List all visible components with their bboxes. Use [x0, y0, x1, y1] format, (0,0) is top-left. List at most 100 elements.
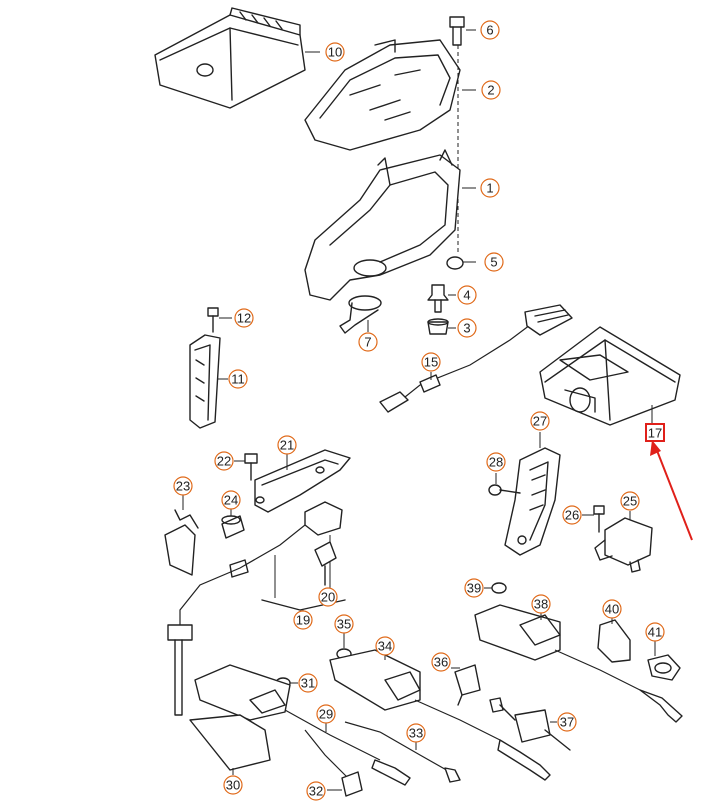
callout-circle	[484, 252, 504, 272]
part-40-bracket	[597, 619, 631, 663]
callout-number: 25	[623, 494, 637, 509]
callout-number: 28	[489, 455, 503, 470]
part-23-clip	[164, 509, 199, 576]
callout-19: 19	[293, 610, 313, 630]
callout-34: 34	[375, 636, 395, 656]
callout-number: 38	[534, 597, 548, 612]
callout-number: 20	[321, 590, 335, 605]
callout-6: 6	[480, 20, 500, 40]
callout-circle	[480, 20, 500, 40]
part-25-pressure-sensor	[594, 517, 653, 573]
part-36-connector	[454, 664, 481, 706]
callout-25: 25	[620, 491, 640, 511]
part-10-control-unit	[154, 7, 306, 109]
callout-circle	[421, 352, 441, 372]
callout-41: 41	[645, 622, 665, 642]
callout-21: 21	[277, 435, 297, 455]
callout-circle	[486, 452, 506, 472]
callout-circle	[375, 636, 395, 656]
callout-2: 2	[481, 80, 501, 100]
callout-number: 5	[490, 255, 497, 270]
callout-26: 26	[562, 505, 582, 525]
part-30-sensor-bracket	[189, 664, 411, 786]
part-34-sensor-module	[329, 649, 551, 781]
part-4-stud	[427, 284, 449, 313]
callout-circle	[457, 285, 477, 305]
callout-4: 4	[457, 285, 477, 305]
callout-number: 7	[364, 335, 371, 350]
callout-circle	[562, 505, 582, 525]
part-28-bolt	[488, 484, 521, 496]
callout-circle	[293, 610, 313, 630]
part-27-bracket	[504, 447, 561, 556]
callout-27: 27	[530, 411, 550, 431]
callout-labels: 1062154371211151727282625222123242019393…	[173, 20, 665, 801]
callout-number: 17	[648, 426, 662, 441]
part-26-screw	[593, 505, 605, 533]
callout-number: 4	[463, 288, 470, 303]
callout-circle	[277, 435, 297, 455]
part-12-screw	[207, 307, 219, 333]
callout-number: 35	[337, 617, 351, 632]
callout-number: 27	[533, 414, 547, 429]
callout-number: 15	[424, 355, 438, 370]
callout-circle	[481, 80, 501, 100]
callout-circle	[234, 308, 254, 328]
callout-circle	[318, 587, 338, 607]
callout-circle	[228, 369, 248, 389]
callout-7: 7	[358, 332, 378, 352]
callout-circle	[406, 723, 426, 743]
part-20-connector	[314, 541, 337, 586]
callout-circle	[557, 712, 577, 732]
callout-5: 5	[484, 252, 504, 272]
callout-circle	[602, 599, 622, 619]
callout-number: 10	[328, 45, 342, 60]
callout-40: 40	[602, 599, 622, 619]
callout-number: 24	[224, 493, 238, 508]
callout-number: 19	[296, 613, 310, 628]
part-2-cover	[304, 39, 461, 151]
callout-circle	[223, 775, 243, 795]
highlight-arrowhead	[650, 440, 661, 456]
callout-39: 39	[464, 578, 484, 598]
callout-circle	[457, 318, 477, 338]
callout-number: 41	[648, 625, 662, 640]
callout-28: 28	[486, 452, 506, 472]
callout-20: 20	[318, 587, 338, 607]
part-7-sensor	[339, 295, 382, 334]
part-6-bolt	[449, 16, 465, 46]
callout-number: 3	[463, 321, 470, 336]
highlight-box-17	[645, 423, 665, 442]
part-32-connector	[341, 771, 363, 797]
callout-number: 39	[467, 581, 481, 596]
part-39-nut	[491, 582, 507, 594]
part-22-screw	[244, 453, 258, 481]
callout-circle	[620, 491, 640, 511]
callout-number: 1	[486, 181, 493, 196]
part-19-temperature-sensor	[167, 501, 343, 716]
callout-29: 29	[316, 704, 336, 724]
callout-1: 1	[480, 178, 500, 198]
callout-number: 22	[217, 454, 231, 469]
callout-circle	[325, 42, 345, 62]
part-15-sensor-cable	[379, 304, 573, 413]
callout-circle	[480, 178, 500, 198]
callout-number: 11	[231, 372, 245, 387]
part-38-nox-sensor	[474, 604, 683, 723]
callout-number: 21	[280, 438, 294, 453]
callout-circle	[214, 451, 234, 471]
callout-circle	[464, 578, 484, 598]
callout-36: 36	[431, 652, 451, 672]
callout-circle	[306, 781, 326, 801]
callout-24: 24	[221, 490, 241, 510]
callout-number: 34	[378, 639, 392, 654]
callout-35: 35	[334, 614, 354, 634]
highlight-arrow	[655, 447, 693, 541]
part-11-bracket	[189, 334, 221, 429]
callout-15: 15	[421, 352, 441, 372]
part-17-module	[539, 326, 681, 426]
part-41-clamp	[647, 654, 681, 681]
part-37-connector	[489, 697, 571, 751]
callout-circle	[221, 490, 241, 510]
